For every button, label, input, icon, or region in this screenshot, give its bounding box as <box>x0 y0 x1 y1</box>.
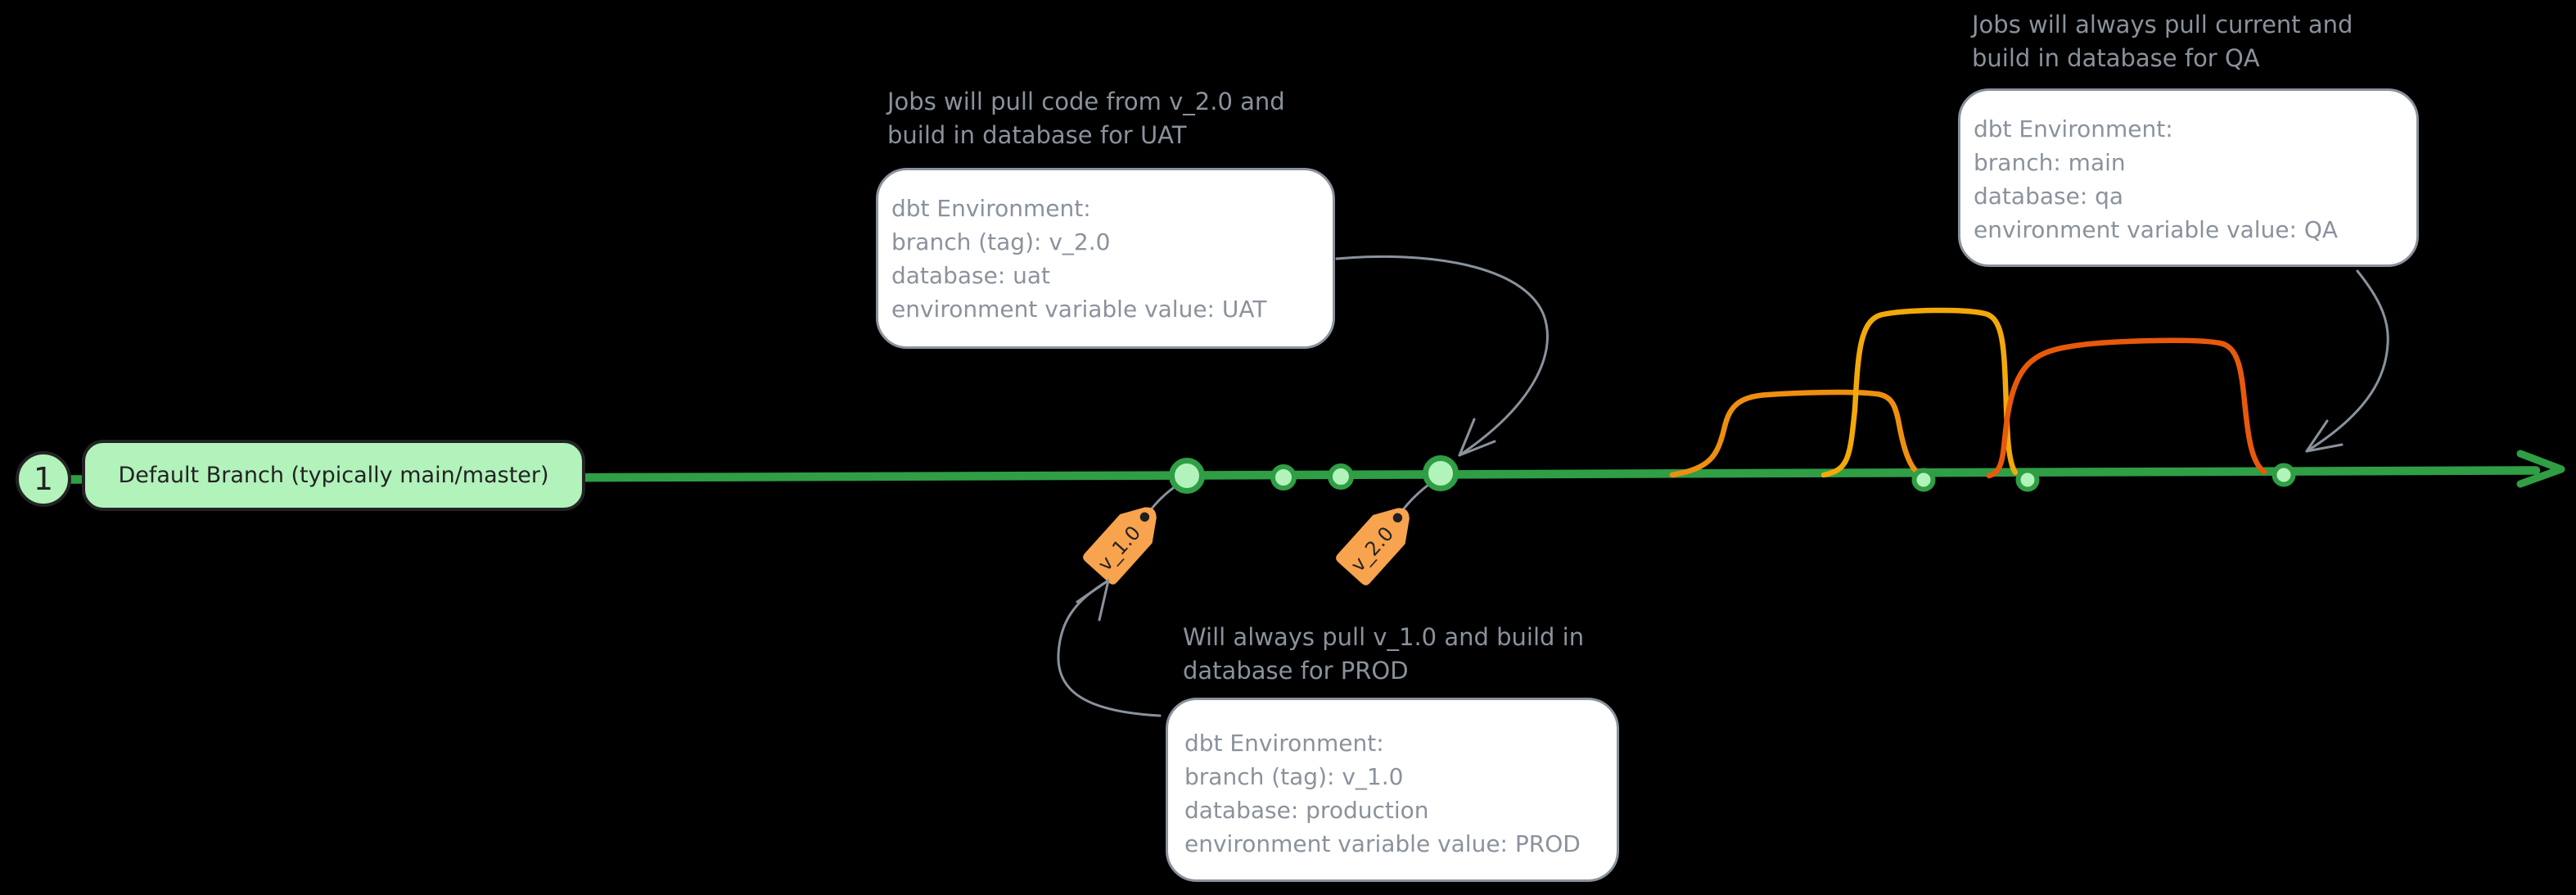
feature-branch-arc-yellow <box>1820 307 2019 478</box>
step-badge-number: 1 <box>33 461 54 497</box>
qa-callout-title-line2: build in database for QA <box>1972 44 2260 72</box>
release-tag-v1: v_1.0 <box>1083 507 1157 585</box>
default-branch-label: Default Branch (typically main/master) <box>82 440 585 511</box>
uat-environment-card: dbt Environment: branch (tag): v_2.0 dat… <box>876 168 1335 349</box>
prod-env-line1: dbt Environment: <box>1184 730 1384 757</box>
prod-environment-card: dbt Environment: branch (tag): v_1.0 dat… <box>1166 698 1619 882</box>
prod-callout-title-line1: Will always pull v_1.0 and build in <box>1183 623 1585 651</box>
uat-callout-title-line1: Jobs will pull code from v_2.0 and <box>887 88 1285 115</box>
arrowhead-icon <box>2305 443 2344 453</box>
qa-env-line1: dbt Environment: <box>1974 115 2173 142</box>
qa-callout-arrow <box>2305 269 2389 453</box>
feature-branch-arc-orange <box>1669 389 1922 478</box>
prod-env-line3: database: production <box>1184 797 1429 824</box>
tag-hole-icon-v1 <box>1139 512 1150 522</box>
commit-dot-merge-2 <box>2015 468 2040 492</box>
qa-env-line3: database: qa <box>1974 183 2124 210</box>
prod-callout-arrow <box>1057 579 1162 717</box>
feature-branch-arc-red-orange <box>1986 337 2267 479</box>
main-branch-arrowhead-icon <box>2516 450 2565 488</box>
commit-dot <box>1270 464 1297 490</box>
uat-env-line3: database: uat <box>891 262 1051 289</box>
commit-dot <box>1328 463 1354 490</box>
arrowhead-icon <box>1458 418 1476 457</box>
uat-callout-arrow <box>1335 255 1549 457</box>
commit-dot-merge-1 <box>1911 468 1936 492</box>
uat-env-line2: branch (tag): v_2.0 <box>891 228 1111 255</box>
arrowhead-icon <box>1458 440 1496 457</box>
arrowhead-icon <box>1076 579 1110 603</box>
default-branch-label-text: Default Branch (typically main/master) <box>118 463 549 488</box>
qa-env-line2: branch: main <box>1974 149 2126 176</box>
arrowhead-icon <box>1098 579 1110 622</box>
qa-environment-card: dbt Environment: branch: main database: … <box>1958 88 2419 267</box>
qa-env-line4: environment variable value: QA <box>1974 216 2339 243</box>
prod-callout-title-line2: database for PROD <box>1183 657 1409 685</box>
uat-env-line1: dbt Environment: <box>891 195 1091 222</box>
commit-dot-v2 <box>1423 455 1459 491</box>
commit-dot-merge-3 <box>2271 463 2296 487</box>
uat-callout-title: Jobs will pull code from v_2.0 and build… <box>887 85 1285 152</box>
commit-dot-v1 <box>1169 458 1205 494</box>
uat-callout-title-line2: build in database for UAT <box>887 121 1187 149</box>
tag-shape-v2 <box>1336 508 1410 585</box>
step-badge: 1 <box>16 451 71 507</box>
arrowhead-icon <box>2305 419 2329 453</box>
prod-callout-title: Will always pull v_1.0 and build in data… <box>1183 621 1584 688</box>
tag-shape-v1 <box>1083 507 1157 585</box>
prod-env-line4: environment variable value: PROD <box>1184 830 1581 857</box>
uat-env-line4: environment variable value: UAT <box>891 296 1267 323</box>
tag-hole-icon-v2 <box>1392 513 1403 523</box>
qa-callout-title-line1: Jobs will always pull current and <box>1972 11 2353 38</box>
qa-callout-title: Jobs will always pull current and build … <box>1972 8 2353 75</box>
prod-env-line2: branch (tag): v_1.0 <box>1184 763 1404 790</box>
release-tag-v2: v_2.0 <box>1336 508 1410 585</box>
